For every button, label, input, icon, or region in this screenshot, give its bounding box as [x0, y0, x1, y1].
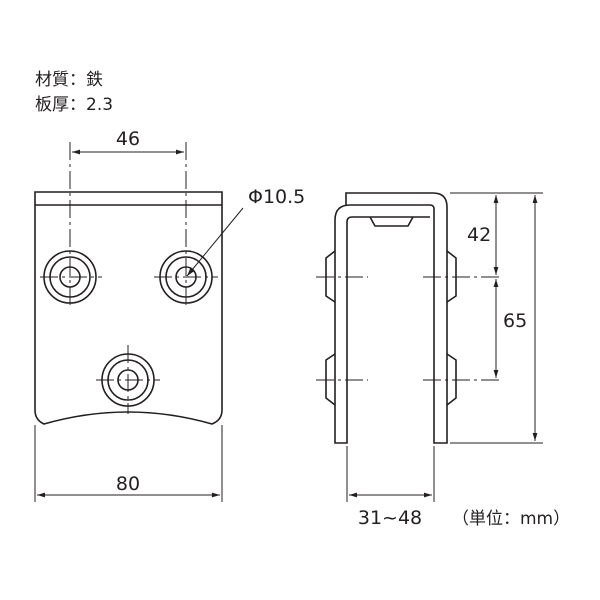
hole-bottom	[96, 345, 160, 414]
nut-right-lower	[446, 353, 457, 406]
dim-hole-pitch: 46	[116, 128, 140, 150]
hole-top-left	[40, 142, 102, 306]
units-note: （単位：mm）	[452, 509, 570, 529]
u-bolt-outline	[334, 192, 448, 444]
thickness-note: 板厚：2.3	[35, 95, 113, 115]
dim-width: 80	[116, 473, 140, 495]
plate-outline	[34, 191, 223, 425]
nut-left-lower	[325, 353, 336, 406]
side-view: 42 65 31~48	[316, 192, 543, 529]
material-note: 材質：鉄	[35, 70, 103, 90]
dim-total-height: 65	[503, 310, 527, 332]
top-pad	[369, 216, 414, 227]
front-view: 46 Φ10.5 80	[34, 128, 305, 502]
dim-clamp-range: 31~48	[358, 507, 422, 529]
hole-top-right	[154, 142, 218, 306]
dim-upper-height: 42	[467, 224, 491, 246]
dim-hole-diameter: Φ10.5	[248, 186, 305, 208]
